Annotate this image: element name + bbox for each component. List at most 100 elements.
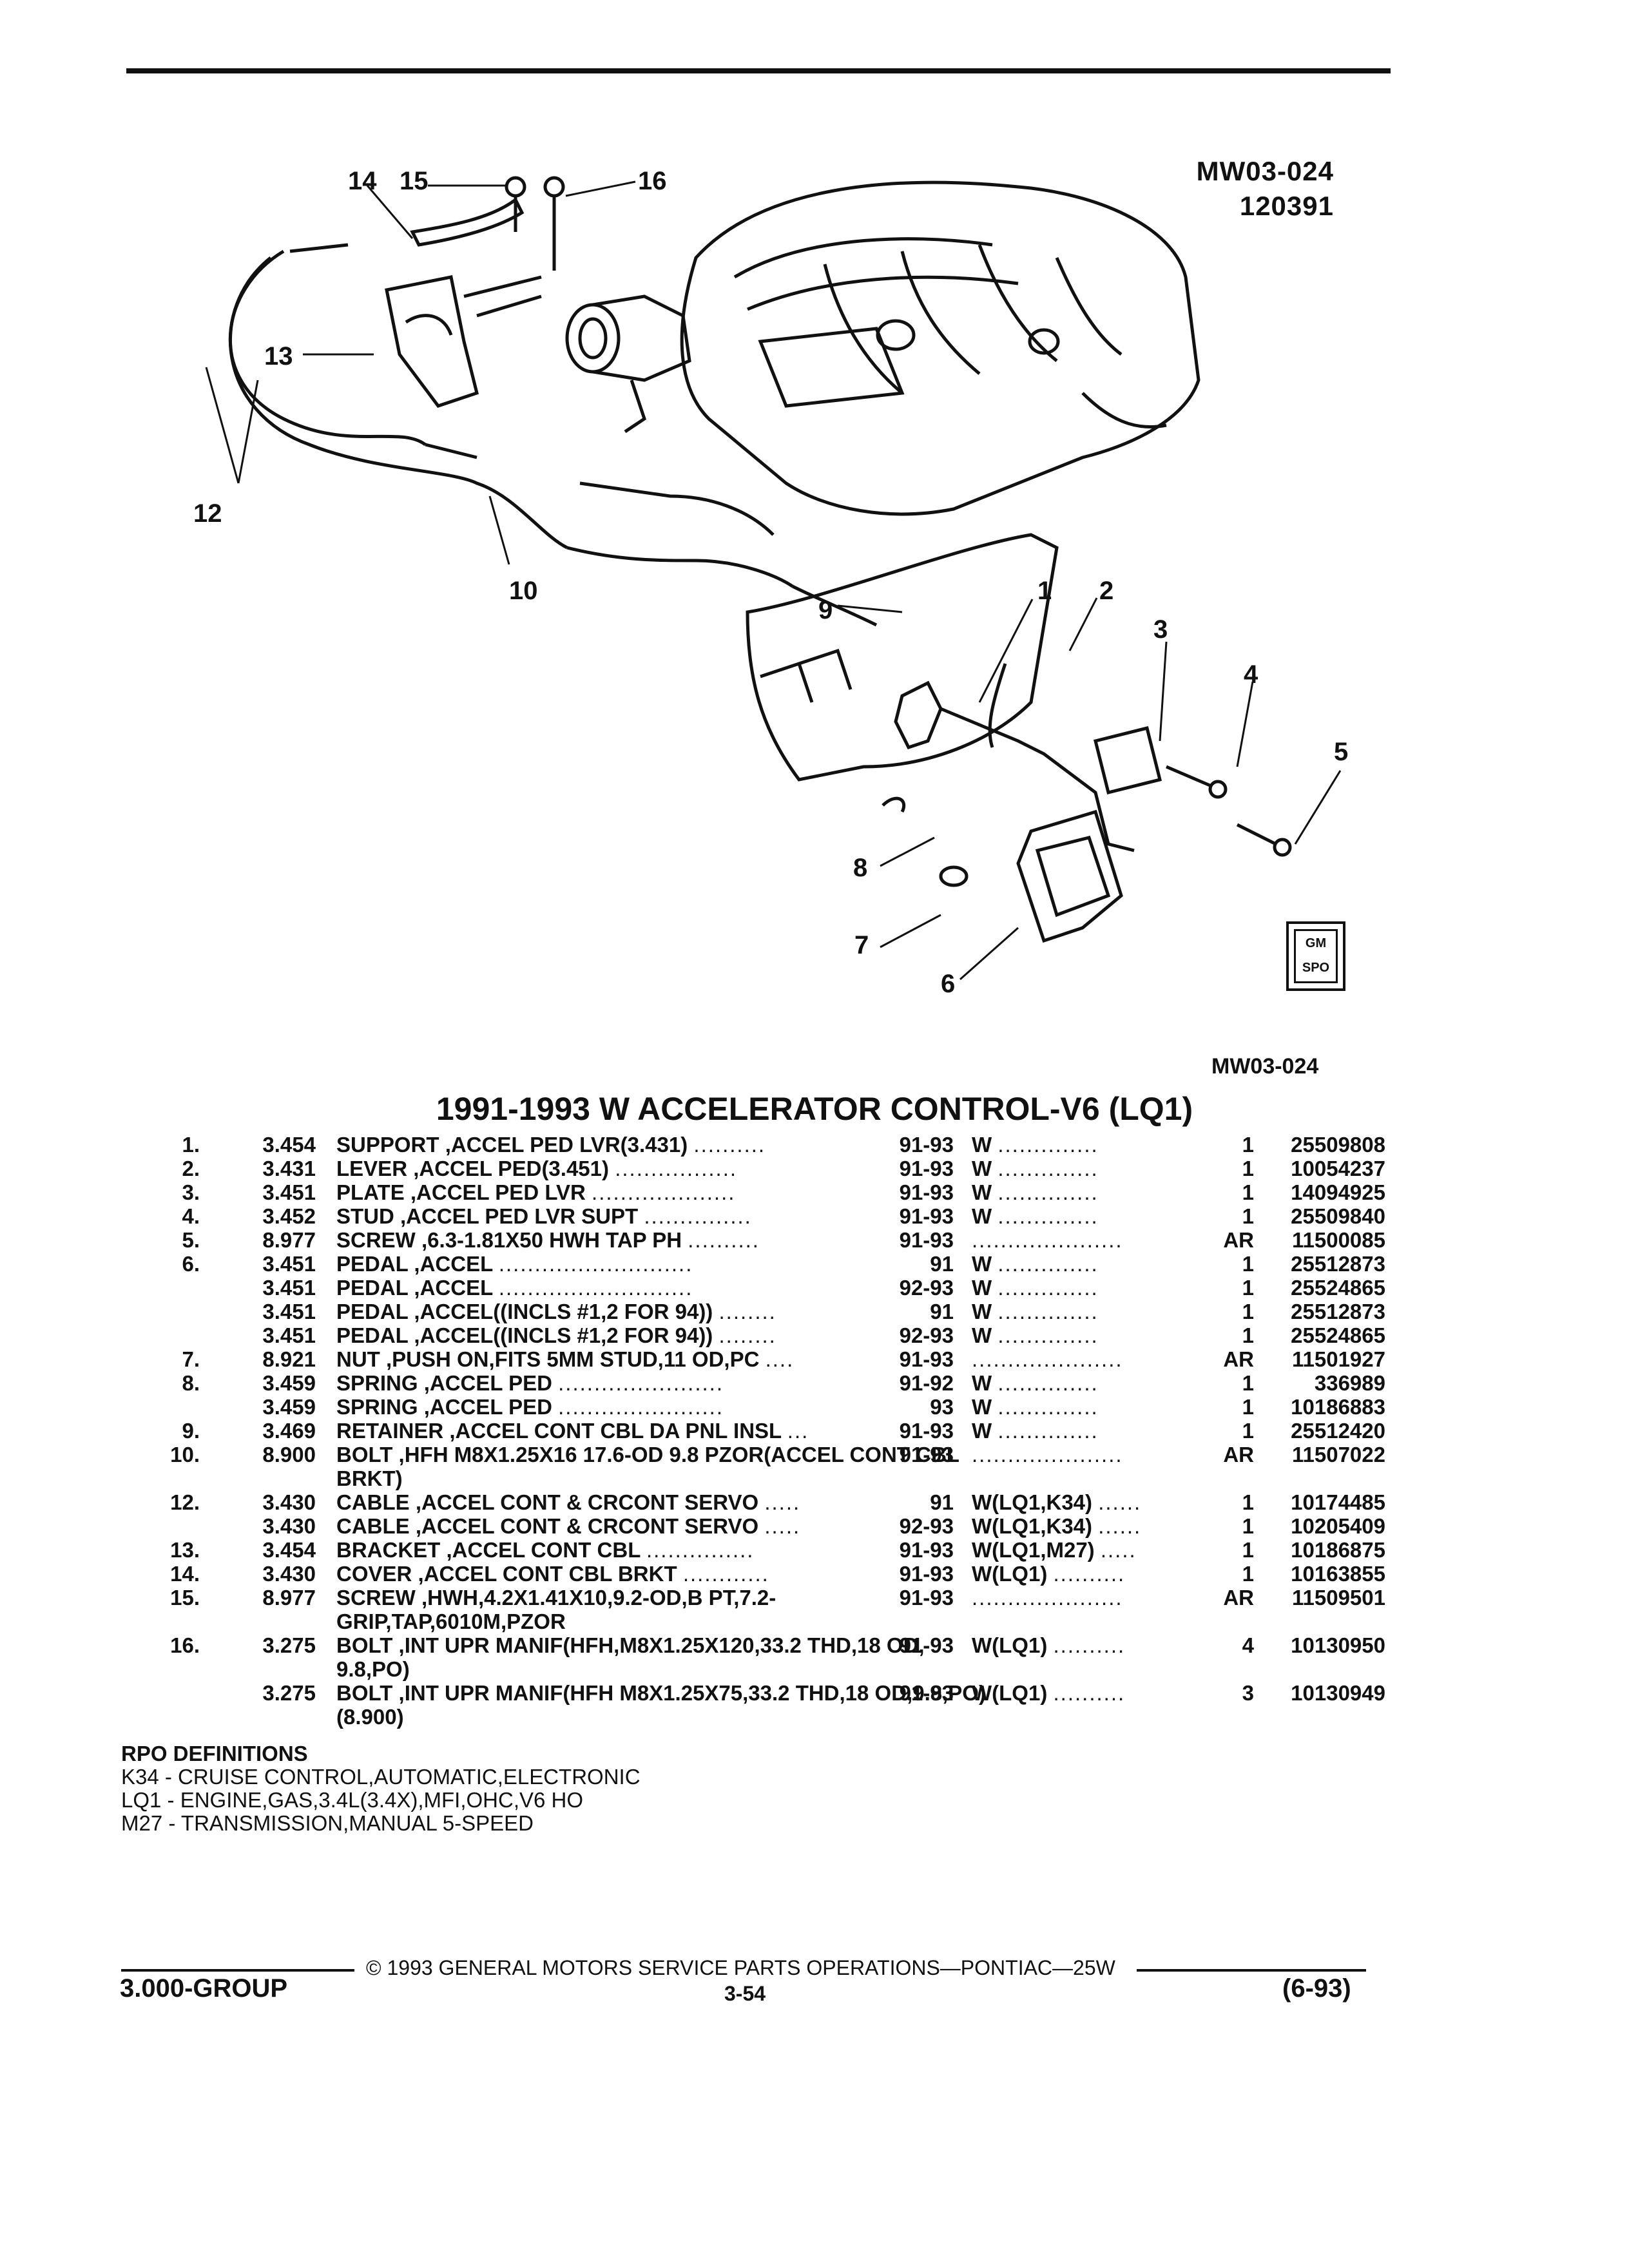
bracket-cover-drawing	[410, 197, 525, 247]
part-quantity: 4	[1242, 1633, 1254, 1657]
dash-panel-drawing	[746, 533, 1059, 782]
part-number: 25524865	[1291, 1276, 1385, 1300]
part-years: 91-93	[899, 1228, 954, 1252]
leader-dots: ....	[765, 1347, 795, 1371]
part-model: W(LQ1,M27)	[972, 1538, 1095, 1562]
part-years: 91-93	[899, 1681, 954, 1705]
part-group-number: 3.275	[262, 1681, 316, 1705]
part-model-cell: W ..............	[972, 1252, 1229, 1276]
leader-dots: ..........	[1053, 1633, 1126, 1657]
callout-9: 9	[818, 596, 833, 624]
leader-dots: ..........	[688, 1228, 760, 1252]
part-group-number: 3.469	[262, 1419, 316, 1443]
part-group-number: 3.451	[262, 1300, 316, 1323]
part-model: W(LQ1)	[972, 1633, 1048, 1657]
footer-rule-left	[121, 1969, 354, 1972]
part-model: W	[972, 1157, 992, 1180]
part-quantity: 1	[1242, 1514, 1254, 1538]
leader-dots: ............	[682, 1562, 769, 1586]
part-model-cell: W(LQ1,K34) ......	[972, 1514, 1229, 1538]
leader-dots: .....................	[972, 1228, 1123, 1252]
leader-dots: ..........	[1053, 1681, 1126, 1705]
leader-dots: .......................	[558, 1371, 724, 1395]
part-model-cell: .....................	[972, 1347, 1229, 1371]
part-group-number: 8.921	[262, 1347, 316, 1371]
part-years: 91-93	[899, 1157, 954, 1180]
leader-dots: ..............	[998, 1371, 1099, 1395]
footer-group: 3.000-GROUP	[120, 1974, 288, 2003]
part-years: 91	[930, 1252, 954, 1276]
rpo-heading: RPO DEFINITIONS	[121, 1742, 308, 1765]
part-index: 14.	[170, 1562, 200, 1586]
part-description: CABLE ,ACCEL CONT & CRCONT SERVO	[336, 1490, 759, 1514]
part-years: 93	[930, 1395, 954, 1419]
leader-dots: ..............	[998, 1157, 1099, 1180]
part-index: 4.	[182, 1204, 200, 1228]
part-model: W	[972, 1133, 992, 1157]
leader-dots: ..............	[998, 1180, 1099, 1204]
part-description-cell: BOLT ,INT UPR MANIF(HFH,M8X1.25X120,33.2…	[336, 1633, 1000, 1681]
part-description-cell: SPRING ,ACCEL PED ......................…	[336, 1371, 1000, 1395]
part-description-cell: STUD ,ACCEL PED LVR SUPT ...............	[336, 1204, 1000, 1228]
part-model-cell: W ..............	[972, 1204, 1229, 1228]
part-years: 91	[930, 1300, 954, 1323]
part-quantity: 1	[1242, 1204, 1254, 1228]
part-description: CABLE ,ACCEL CONT & CRCONT SERVO	[336, 1514, 759, 1538]
part-number: 10130950	[1291, 1633, 1385, 1657]
part-description-cell: NUT ,PUSH ON,FITS 5MM STUD,11 OD,PC ....	[336, 1347, 1000, 1371]
part-group-number: 3.275	[262, 1633, 316, 1657]
figure-code-caption: MW03-024	[1211, 1054, 1319, 1079]
part-years: 92-93	[899, 1514, 954, 1538]
part-model: W	[972, 1300, 992, 1323]
part-model-cell: W ..............	[972, 1300, 1229, 1323]
part-model-cell: W(LQ1,K34) ......	[972, 1490, 1229, 1514]
part-description: SPRING ,ACCEL PED	[336, 1395, 552, 1419]
part-description: SCREW ,HWH,4.2X1.41X10,9.2-OD,B PT,7.2- …	[336, 1586, 776, 1633]
part-model-cell: W ..............	[972, 1157, 1229, 1180]
part-group-number: 8.900	[262, 1443, 316, 1466]
figure-date: 120391	[1239, 191, 1334, 221]
part-number: 336989	[1314, 1371, 1385, 1395]
parts-row: 3.451 PEDAL ,ACCEL((INCLS #1,2 FOR 94)) .…	[148, 1300, 1392, 1323]
part-years: 91-93	[899, 1443, 954, 1466]
part-quantity: AR	[1223, 1228, 1254, 1252]
part-model-cell: .....................	[972, 1443, 1229, 1466]
leader-dots: ......	[1098, 1514, 1142, 1538]
leader-dots: ..............	[998, 1323, 1099, 1347]
part-model-cell: W ..............	[972, 1419, 1229, 1443]
part-description: SUPPORT ,ACCEL PED LVR(3.431)	[336, 1133, 688, 1157]
footer-date: (6-93)	[1282, 1974, 1351, 2003]
part-description-cell: PEDAL ,ACCEL ...........................	[336, 1276, 1000, 1300]
part-model: W	[972, 1419, 992, 1443]
leader-dots: ...............	[646, 1538, 755, 1562]
engine-manifold-drawing	[680, 180, 1200, 516]
part-group-number: 8.977	[262, 1586, 316, 1610]
part-quantity: 1	[1242, 1252, 1254, 1276]
part-description-cell: BOLT ,INT UPR MANIF(HFH M8X1.25X75,33.2 …	[336, 1681, 1000, 1729]
part-description-cell: BRACKET ,ACCEL CONT CBL ...............	[336, 1538, 1000, 1562]
part-description: BOLT ,INT UPR MANIF(HFH,M8X1.25X120,33.2…	[336, 1633, 925, 1681]
part-description-cell: PEDAL ,ACCEL((INCLS #1,2 FOR 94)) ......…	[336, 1323, 1000, 1347]
part-index: 9.	[182, 1419, 200, 1443]
part-index: 2.	[182, 1157, 200, 1180]
rpo-line-k34: K34 - CRUISE CONTROL,AUTOMATIC,ELECTRONI…	[121, 1765, 641, 1789]
part-description-cell: CABLE ,ACCEL CONT & CRCONT SERVO .....	[336, 1490, 1000, 1514]
part-number: 10054237	[1291, 1157, 1385, 1180]
leader-dots: ..............	[998, 1133, 1099, 1157]
part-model: W(LQ1)	[972, 1562, 1048, 1586]
leader-dots: ..............	[998, 1252, 1099, 1276]
part-group-number: 3.430	[262, 1490, 316, 1514]
gm-spo-logo-text: GM SPO	[1294, 929, 1338, 983]
part-number: 11501927	[1291, 1347, 1385, 1371]
part-number: 10205409	[1291, 1514, 1385, 1538]
part-description: PEDAL ,ACCEL((INCLS #1,2 FOR 94))	[336, 1300, 713, 1323]
part-model-cell: W ..............	[972, 1323, 1229, 1347]
part-description-cell: PEDAL ,ACCEL((INCLS #1,2 FOR 94)) ......…	[336, 1300, 1000, 1323]
